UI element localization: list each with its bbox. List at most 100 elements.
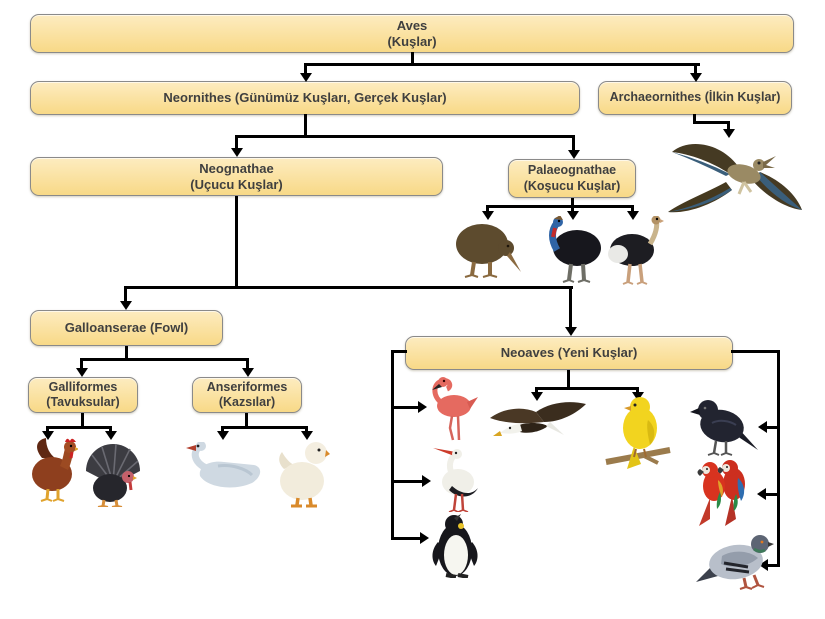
- chicken-image: [32, 438, 78, 502]
- connector-line: [235, 135, 575, 138]
- node-archaeornithes: Archaeornithes (İlkin Kuşlar): [598, 81, 792, 115]
- arrow-down-icon: [627, 211, 639, 220]
- duck-image: [279, 442, 330, 508]
- penguin-image: [432, 514, 478, 578]
- connector-line: [768, 564, 780, 567]
- connector-line: [125, 346, 128, 361]
- swan-image: [186, 442, 261, 488]
- node-palaeognathae: Palaeognathae (Koşucu Kuşlar): [508, 159, 636, 198]
- node-label: Palaeognathae: [527, 163, 617, 178]
- pigeon-image: [696, 535, 774, 590]
- connector-line: [572, 135, 575, 151]
- arrow-down-icon: [300, 73, 312, 82]
- connector-line: [391, 406, 418, 409]
- connector-line: [124, 286, 127, 303]
- canary-image: [605, 397, 671, 469]
- node-label: Anseriformes: [206, 379, 288, 394]
- connector-line: [81, 413, 84, 429]
- node-label: (Koşucu Kuşlar): [523, 178, 621, 193]
- arrow-down-icon: [105, 431, 117, 440]
- connector-line: [124, 286, 573, 289]
- connector-line: [693, 114, 696, 124]
- connector-line: [391, 480, 422, 483]
- connector-line: [731, 350, 780, 353]
- arrow-down-icon: [120, 301, 132, 310]
- kiwi-image: [456, 224, 521, 278]
- connector-line: [221, 426, 308, 429]
- connector-line: [391, 350, 407, 353]
- connector-line: [766, 493, 780, 496]
- arrow-down-icon: [217, 431, 229, 440]
- node-label: Galloanserae (Fowl): [64, 320, 189, 336]
- arrow-down-icon: [76, 368, 88, 377]
- connector-line: [693, 121, 730, 124]
- node-label: (Uçucu Kuşlar): [190, 176, 283, 192]
- connector-line: [777, 350, 780, 567]
- node-aves: Aves (Kuşlar): [30, 14, 794, 53]
- arrow-down-icon: [565, 327, 577, 336]
- node-label: Neoaves (Yeni Kuşlar): [500, 345, 638, 361]
- connector-line: [304, 63, 307, 74]
- connector-line: [767, 426, 780, 429]
- connector-line: [631, 205, 634, 212]
- node-label: Neornithes (Günümüz Kuşları, Gerçek Kuşl…: [163, 90, 447, 106]
- connector-line: [46, 426, 49, 433]
- arrow-down-icon: [42, 431, 54, 440]
- cassowary-image: [549, 216, 601, 283]
- arrow-down-icon: [568, 150, 580, 159]
- arrow-down-icon: [690, 73, 702, 82]
- node-galloanserae: Galloanserae (Fowl): [30, 310, 223, 346]
- node-galliformes: Galliformes (Tavuksular): [28, 377, 138, 413]
- archaeopteryx-image: [668, 143, 802, 213]
- connector-line: [567, 370, 570, 390]
- connector-line: [535, 387, 639, 390]
- arrow-left-icon: [759, 559, 768, 571]
- node-label: Neognathae: [199, 160, 274, 176]
- eagle-image: [490, 402, 586, 436]
- connector-line: [235, 135, 238, 150]
- node-label: (Tavuksular): [46, 395, 120, 409]
- node-label: Aves: [396, 17, 428, 33]
- arrow-down-icon: [531, 392, 543, 401]
- connector-line: [636, 387, 639, 394]
- connector-line: [221, 426, 224, 433]
- node-label: (Kuşlar): [387, 33, 437, 49]
- connector-line: [304, 114, 307, 138]
- connector-line: [571, 198, 574, 208]
- connector-line: [391, 350, 394, 540]
- connector-line: [727, 121, 730, 130]
- macaw-parrots-image: [697, 460, 745, 526]
- arrow-down-icon: [632, 392, 644, 401]
- ostrich-image: [608, 216, 664, 285]
- connector-line: [486, 205, 489, 212]
- connector-line: [235, 196, 238, 289]
- connector-line: [391, 537, 420, 540]
- node-neoaves: Neoaves (Yeni Kuşlar): [405, 336, 733, 370]
- arrow-down-icon: [482, 211, 494, 220]
- node-neornithes: Neornithes (Günümüz Kuşları, Gerçek Kuşl…: [30, 81, 580, 115]
- connector-line: [569, 286, 572, 328]
- arrow-down-icon: [231, 148, 243, 157]
- node-anseriformes: Anseriformes (Kazsılar): [192, 377, 302, 413]
- connector-line: [411, 52, 414, 66]
- arrow-left-icon: [757, 488, 766, 500]
- connector-line: [304, 63, 700, 66]
- stork-image: [433, 448, 478, 512]
- arrow-down-icon: [723, 129, 735, 138]
- arrow-right-icon: [422, 475, 431, 487]
- connector-line: [80, 358, 249, 361]
- connector-line: [245, 413, 248, 429]
- connector-line: [486, 205, 634, 208]
- arrow-left-icon: [758, 421, 767, 433]
- flamingo-image: [432, 377, 478, 441]
- connector-line: [305, 426, 308, 433]
- arrow-down-icon: [567, 211, 579, 220]
- node-neognathae: Neognathae (Uçucu Kuşlar): [30, 157, 443, 196]
- connector-line: [80, 358, 83, 370]
- connector-line: [535, 387, 538, 394]
- connector-line: [109, 426, 112, 433]
- node-label: Archaeornithes (İlkin Kuşlar): [609, 90, 781, 105]
- turkey-image: [86, 443, 140, 507]
- node-label: Galliformes: [48, 379, 118, 394]
